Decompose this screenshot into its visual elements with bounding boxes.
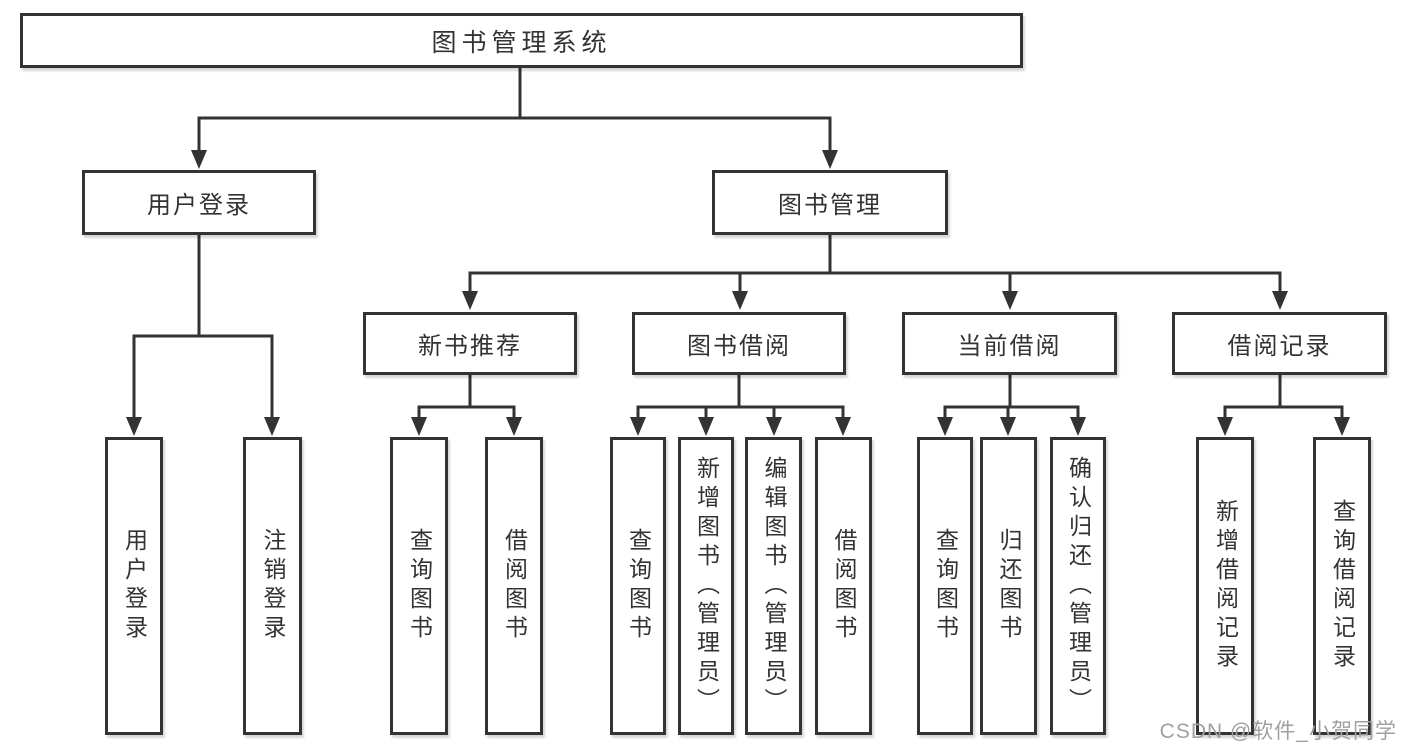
leaf-logout: 注销登录 xyxy=(243,437,302,735)
node-current-borrowing: 当前借阅 xyxy=(902,312,1117,375)
node-book-management-label: 图书管理 xyxy=(778,192,882,219)
leaf-borrowing-query-books: 查询图书 xyxy=(610,437,666,735)
arrow-down-icon xyxy=(264,417,280,436)
node-borrowing-records-label: 借阅记录 xyxy=(1227,333,1332,360)
leaf-user-login-label: 用户登录 xyxy=(121,528,148,644)
leaf-edit-books-admin-label: 编辑图书（管理员） xyxy=(761,455,787,717)
leaf-user-login: 用户登录 xyxy=(105,437,163,735)
arrowhead-icons xyxy=(126,150,1350,436)
watermark: CSDN @软件_小贺同学 xyxy=(1159,720,1397,743)
leaf-current-query-books-label: 查询图书 xyxy=(932,528,959,644)
arrow-down-icon xyxy=(1000,417,1016,436)
node-book-borrowing-label: 图书借阅 xyxy=(687,333,791,360)
leaf-edit-books-admin: 编辑图书（管理员） xyxy=(745,437,802,735)
leaf-recommend-borrow-books-label: 借阅图书 xyxy=(501,528,528,644)
leaf-borrowing-borrow-books-label: 借阅图书 xyxy=(831,528,857,644)
arrow-down-icon xyxy=(411,417,427,436)
node-new-book-recommendation-label: 新书推荐 xyxy=(418,333,522,360)
leaf-current-query-books: 查询图书 xyxy=(917,437,973,735)
arrow-down-icon xyxy=(937,417,953,436)
arrow-down-icon xyxy=(191,150,207,169)
arrow-down-icon xyxy=(1272,291,1288,310)
leaf-return-books: 归还图书 xyxy=(980,437,1037,735)
arrow-down-icon xyxy=(1217,417,1233,436)
arrow-down-icon xyxy=(506,417,522,436)
tree-edges xyxy=(132,66,1344,421)
node-new-book-recommendation: 新书推荐 xyxy=(363,312,577,375)
arrow-down-icon xyxy=(126,417,142,436)
leaf-return-books-label: 归还图书 xyxy=(996,528,1022,644)
arrow-down-icon xyxy=(1002,291,1018,310)
leaf-add-borrow-record-label: 新增借阅记录 xyxy=(1212,499,1239,673)
arrow-down-icon xyxy=(732,291,748,310)
leaf-recommend-borrow-books: 借阅图书 xyxy=(485,437,543,735)
node-user-login-label: 用户登录 xyxy=(147,192,251,219)
leaf-confirm-return-admin: 确认归还（管理员） xyxy=(1050,437,1106,735)
arrow-down-icon xyxy=(698,417,714,436)
leaf-borrowing-borrow-books: 借阅图书 xyxy=(815,437,872,735)
node-borrowing-records: 借阅记录 xyxy=(1172,312,1387,375)
node-book-borrowing: 图书借阅 xyxy=(632,312,846,375)
node-book-management: 图书管理 xyxy=(712,170,948,235)
arrow-down-icon xyxy=(630,417,646,436)
leaf-add-books-admin-label: 新增图书（管理员） xyxy=(693,455,720,717)
leaf-recommend-query-books: 查询图书 xyxy=(390,437,448,735)
leaf-add-borrow-record: 新增借阅记录 xyxy=(1196,437,1254,735)
leaf-logout-label: 注销登录 xyxy=(260,528,286,644)
node-user-login: 用户登录 xyxy=(82,170,316,235)
leaf-add-books-admin: 新增图书（管理员） xyxy=(678,437,734,735)
node-root-label: 图书管理系统 xyxy=(431,28,612,57)
leaf-recommend-query-books-label: 查询图书 xyxy=(406,528,433,644)
node-current-borrowing-label: 当前借阅 xyxy=(957,333,1062,360)
node-root: 图书管理系统 xyxy=(20,13,1023,68)
arrow-down-icon xyxy=(1334,417,1350,436)
arrow-down-icon xyxy=(1070,417,1086,436)
arrow-down-icon xyxy=(462,291,478,310)
leaf-borrowing-query-books-label: 查询图书 xyxy=(625,528,652,644)
arrow-down-icon xyxy=(766,417,782,436)
arrow-down-icon xyxy=(822,150,838,169)
leaf-confirm-return-admin-label: 确认归还（管理员） xyxy=(1065,455,1092,717)
leaf-query-borrow-record-label: 查询借阅记录 xyxy=(1329,499,1356,673)
arrow-down-icon xyxy=(835,417,851,436)
leaf-query-borrow-record: 查询借阅记录 xyxy=(1313,437,1371,735)
